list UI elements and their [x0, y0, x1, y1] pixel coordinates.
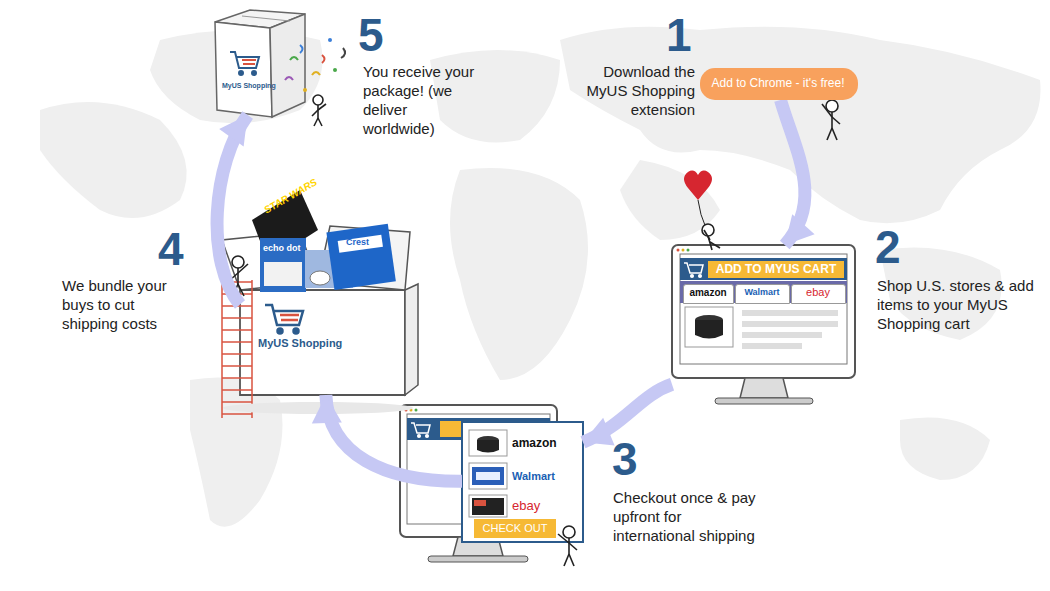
product-label: echo dot [263, 243, 301, 253]
cart-row: amazon [466, 427, 579, 459]
extension-button: Add to Chrome - it's free! [700, 68, 858, 100]
checkout-panel: amazonWalmart ebayCHECK OUT [462, 422, 583, 542]
callout-number: 3 [612, 436, 652, 482]
node-text: ebay [512, 497, 576, 515]
callout-number: 4 [158, 226, 198, 272]
open-box [222, 190, 418, 418]
product-label: Crest [346, 237, 369, 247]
flow-arrow [217, 115, 248, 304]
checkout-panel [462, 422, 583, 566]
step-text: Download the MyUS Shopping extension [565, 62, 695, 119]
node-text: Add to Chrome - it's free! [700, 68, 856, 98]
store-tab: amazon [683, 284, 734, 304]
stick-figure [822, 100, 840, 140]
node-text: amazon [512, 434, 576, 452]
step-text: Shop U.S. stores & add items to your MyU… [877, 276, 1037, 333]
flow-arrow [583, 384, 672, 442]
delivered-box: MyUS Shopping [215, 20, 300, 115]
computer-monitor [672, 245, 855, 404]
step-text: You receive your package! (we deliver wo… [363, 62, 475, 138]
node-text: ebay [792, 285, 844, 302]
store-tab: Walmart [735, 284, 790, 304]
callout-number: 1 [666, 12, 706, 58]
node-text: MyUS Shopping [222, 80, 276, 92]
store-tab: ebay [791, 284, 846, 304]
step-text: We bundle your buys to cut shipping cost… [62, 276, 192, 333]
balloon-figure [684, 171, 720, 250]
shipping-box: MyUS Shopping [240, 290, 405, 395]
cart-row: ebay [466, 493, 579, 518]
cart-row: Walmart [466, 460, 579, 492]
product-label: STAR WARS [262, 176, 319, 215]
step-text: Checkout once & pay upfront for internat… [613, 488, 763, 545]
node-text: Walmart [512, 467, 576, 485]
callout-number: 2 [875, 224, 915, 270]
node-text: amazon [684, 285, 732, 302]
callout-number: 5 [358, 12, 398, 58]
flow-arrow [326, 395, 462, 481]
monitor-screen: amazonWalmartebay ADD TO MYUS CART [672, 245, 855, 405]
flow-arrow [781, 100, 805, 245]
node-text: CHECK OUT [474, 519, 556, 538]
node-text: ADD TO MYUS CART [708, 261, 844, 278]
package-box [215, 10, 345, 126]
node-text: MyUS Shopping [258, 336, 348, 350]
node-text: Walmart [736, 285, 788, 302]
